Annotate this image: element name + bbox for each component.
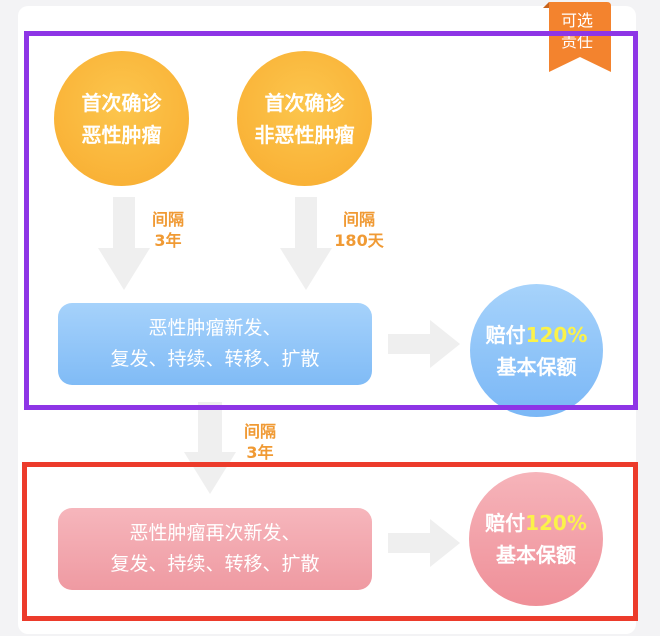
node-first-nonmalignant-line1: 首次确诊 xyxy=(264,90,345,115)
interval-1-line2: 3年 xyxy=(154,231,182,250)
ribbon-line1: 可选 xyxy=(560,11,593,30)
arrow-down-1 xyxy=(98,197,150,290)
node-payout-2: 赔付120% 基本保额 xyxy=(469,472,603,606)
node-recurrence-2: 恶性肿瘤再次新发、 复发、持续、转移、扩散 xyxy=(58,508,372,590)
second-claim-highlight-frame xyxy=(22,462,638,621)
interval-label-3: 间隔 3年 xyxy=(235,421,285,463)
arrow-right-2 xyxy=(388,519,460,567)
node-payout-1: 赔付120% 基本保额 xyxy=(470,284,603,417)
interval-label-2: 间隔 180天 xyxy=(324,209,394,251)
ribbon-line2: 责任 xyxy=(560,32,593,51)
interval-3-line1: 间隔 xyxy=(243,422,276,441)
node-first-nonmalignant-line2: 非恶性肿瘤 xyxy=(254,122,355,147)
payout-1-value: 120% xyxy=(525,322,588,347)
node-recurrence-2-line1: 恶性肿瘤再次新发、 xyxy=(129,522,301,544)
node-first-malignant-line2: 恶性肿瘤 xyxy=(81,122,162,147)
interval-1-line1: 间隔 xyxy=(151,210,184,229)
interval-3-line2: 3年 xyxy=(246,443,274,462)
payout-2-prefix: 赔付 xyxy=(485,511,526,535)
node-payout-2-line2: 基本保额 xyxy=(496,543,576,567)
node-recurrence-2-line2: 复发、持续、转移、扩散 xyxy=(110,553,320,575)
interval-2-line2: 180天 xyxy=(334,231,384,250)
node-recurrence-1-line2: 复发、持续、转移、扩散 xyxy=(110,348,320,370)
node-recurrence-1-line1: 恶性肿瘤新发、 xyxy=(148,317,282,339)
node-first-malignant: 首次确诊 恶性肿瘤 xyxy=(54,51,189,186)
optional-ribbon-icon xyxy=(543,2,611,72)
interval-label-1: 间隔 3年 xyxy=(143,209,193,251)
arrow-right-1 xyxy=(388,320,460,368)
payout-2-value: 120% xyxy=(525,511,587,535)
node-payout-2-line1: 赔付120% xyxy=(485,507,587,539)
first-claim-highlight-frame xyxy=(24,31,638,410)
node-first-nonmalignant: 首次确诊 非恶性肿瘤 xyxy=(237,51,372,186)
interval-2-line1: 间隔 xyxy=(342,210,375,229)
node-payout-1-line2: 基本保额 xyxy=(496,354,577,379)
arrow-down-2 xyxy=(280,197,332,290)
node-payout-1-line1: 赔付120% xyxy=(486,319,588,351)
node-recurrence-1: 恶性肿瘤新发、 复发、持续、转移、扩散 xyxy=(58,303,372,385)
optional-ribbon-label: 可选 责任 xyxy=(541,10,613,52)
node-first-malignant-line1: 首次确诊 xyxy=(81,90,162,115)
arrow-down-3 xyxy=(184,402,236,494)
payout-1-prefix: 赔付 xyxy=(485,322,526,347)
